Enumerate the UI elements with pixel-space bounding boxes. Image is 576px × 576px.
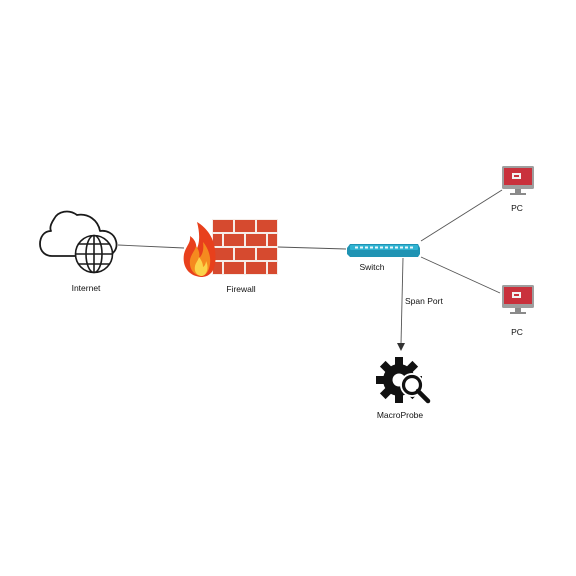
pc-bottom-label: PC — [511, 327, 523, 337]
edge-switch-pc-top — [420, 189, 503, 242]
firewall-brick-flame-icon — [183, 219, 278, 277]
span-port-arrowhead — [397, 343, 405, 351]
edge-span-port — [400, 257, 404, 345]
gear-magnifier-icon — [376, 357, 431, 404]
edge-switch-pc-bottom — [420, 256, 501, 294]
globe-icon — [74, 234, 114, 274]
network-switch-icon — [347, 244, 420, 257]
desktop-monitor-icon — [502, 166, 534, 195]
desktop-monitor-icon — [502, 285, 534, 314]
edge-firewall-switch — [277, 246, 347, 250]
connections — [117, 189, 503, 345]
brick-wall — [212, 219, 278, 275]
firewall-label: Firewall — [226, 284, 255, 294]
pc-top-label: PC — [511, 203, 523, 213]
switch-ports — [355, 246, 413, 249]
magnifier-icon — [400, 373, 431, 404]
span-port-label: Span Port — [405, 296, 443, 306]
macroprobe-label: MacroProbe — [377, 410, 424, 420]
flame-icon — [183, 222, 216, 277]
switch-label: Switch — [359, 262, 384, 272]
cloud-globe-icon — [39, 210, 118, 274]
internet-label: Internet — [72, 283, 101, 293]
edge-internet-firewall — [117, 244, 185, 249]
